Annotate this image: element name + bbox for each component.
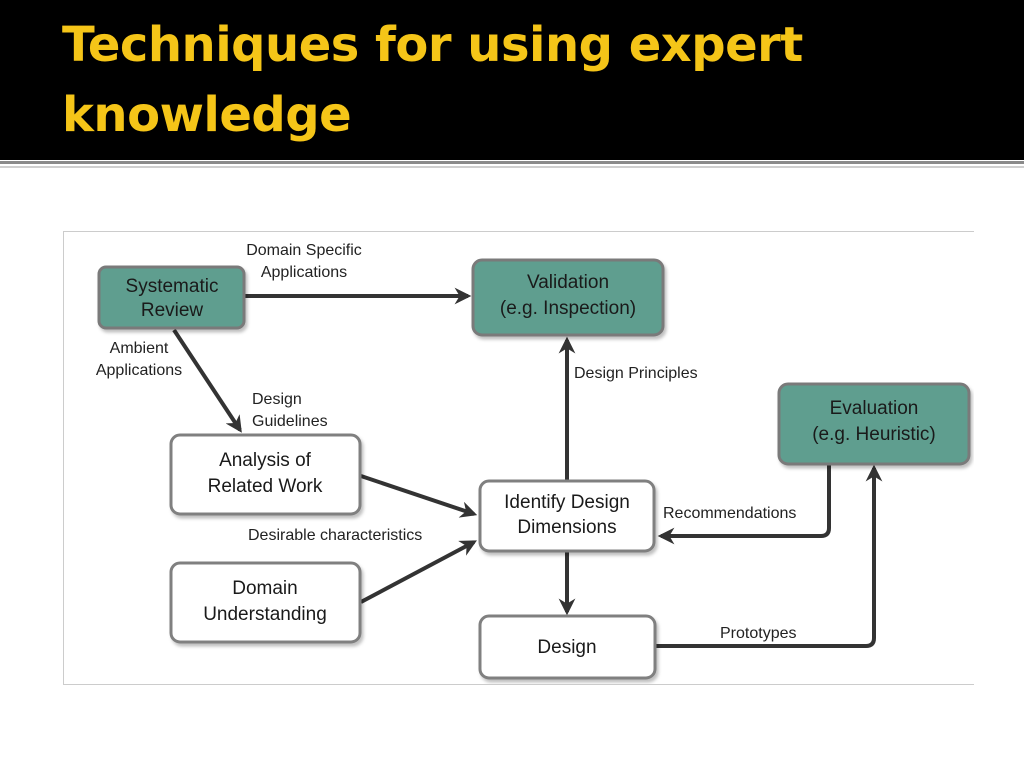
edge-evaluation-to-identify xyxy=(657,465,831,545)
edge-label-prototypes: Prototypes xyxy=(720,625,796,642)
title-bar: Techniques for using expert knowledge xyxy=(0,0,1024,160)
node-label: (e.g. Heuristic) xyxy=(812,424,936,445)
edge-review-to-analysis xyxy=(172,328,242,433)
edge-label-guidelines: Guidelines xyxy=(252,413,328,430)
edge-label-ambient: Applications xyxy=(96,362,182,379)
edge-label-guidelines: Design xyxy=(252,391,302,408)
node-label: Identify Design xyxy=(504,492,630,513)
node-label: (e.g. Inspection) xyxy=(500,298,636,319)
node-design: Design xyxy=(478,614,657,680)
node-domain-understanding: Domain Understanding xyxy=(169,561,362,644)
node-label: Systematic xyxy=(126,276,219,297)
edges xyxy=(172,287,883,648)
edge-analysis-to-identify xyxy=(360,474,478,518)
node-label: Domain xyxy=(232,578,297,599)
node-identify-design-dimensions: Identify Design Dimensions xyxy=(478,479,656,553)
node-label: Understanding xyxy=(203,604,327,625)
edge-label-domain-specific: Applications xyxy=(261,264,347,281)
node-label: Validation xyxy=(527,272,609,293)
node-validation: Validation (e.g. Inspection) xyxy=(471,258,665,337)
edge-label-domain-specific: Domain Specific xyxy=(246,242,362,259)
node-label: Dimensions xyxy=(517,517,616,538)
edge-domain-to-identify xyxy=(360,540,477,604)
title-rule-light xyxy=(0,166,1024,168)
edge-label-principles: Design Principles xyxy=(574,365,698,382)
edge-design-to-evaluation xyxy=(656,464,883,648)
node-label: Analysis of xyxy=(219,450,312,471)
edge-label-ambient: Ambient xyxy=(110,340,169,357)
title-rule xyxy=(0,161,1024,164)
node-systematic-review: Systematic Review xyxy=(97,265,246,330)
edge-label-recommendations: Recommendations xyxy=(663,505,796,522)
edge-labels: Domain Specific Applications Ambient App… xyxy=(96,242,797,642)
node-label: Review xyxy=(141,300,204,321)
diagram-figure: Systematic Review Validation (e.g. Inspe… xyxy=(63,231,974,685)
node-evaluation: Evaluation (e.g. Heuristic) xyxy=(777,382,971,466)
node-label: Related Work xyxy=(208,476,323,497)
node-analysis-of-related-work: Analysis of Related Work xyxy=(169,433,362,516)
slide-title-line2: knowledge xyxy=(62,87,352,143)
diagram-svg: Systematic Review Validation (e.g. Inspe… xyxy=(96,242,971,680)
node-label: Design xyxy=(537,637,596,658)
edge-label-desirable: Desirable characteristics xyxy=(248,527,422,544)
slide-title: Techniques for using expert knowledge xyxy=(62,10,962,150)
node-label: Evaluation xyxy=(830,398,919,419)
slide-title-line1: Techniques for using expert xyxy=(62,17,803,73)
